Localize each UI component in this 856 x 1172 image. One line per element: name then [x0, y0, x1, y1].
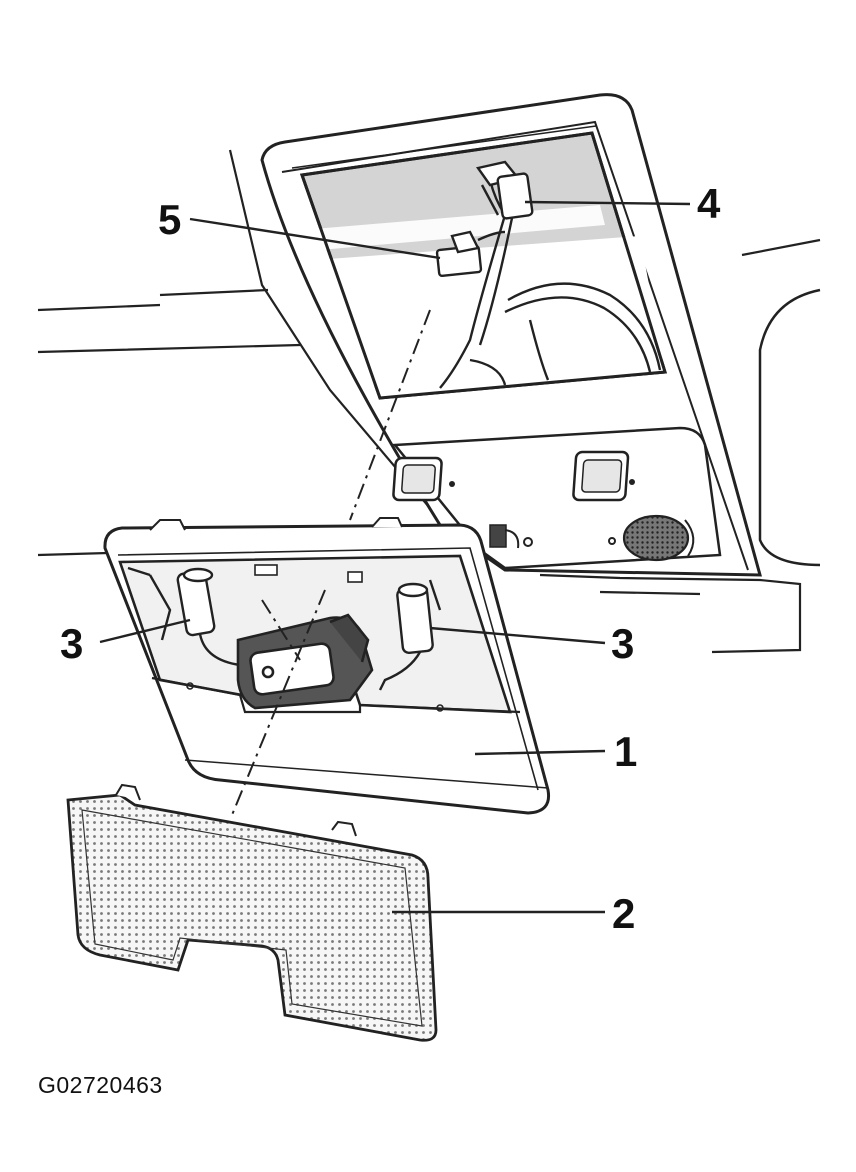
left-roof-switch	[392, 456, 455, 502]
assembly-axis-lines	[231, 309, 431, 816]
console-lens	[66, 783, 438, 1042]
leader-line-5	[189, 217, 441, 260]
wiring-harness	[439, 179, 662, 389]
speaker-grille	[622, 514, 690, 562]
leader-line-1	[474, 749, 606, 756]
lamp-holder-left	[127, 566, 241, 667]
right-roof-switch	[572, 450, 635, 502]
leader-line-3-right	[429, 626, 606, 645]
connector-5	[435, 230, 506, 278]
leader-line-4	[524, 200, 691, 206]
callout-2: 2	[612, 890, 635, 937]
callout-1: 1	[614, 728, 637, 775]
dome-light-housing	[758, 288, 821, 567]
map-lamp-module	[236, 613, 374, 710]
callout-5: 5	[158, 196, 181, 243]
leader-lines	[99, 200, 691, 914]
leader-line-3-left	[99, 618, 191, 644]
callout-3-right: 3	[611, 620, 634, 667]
callout-3-left: 3	[60, 620, 83, 667]
lamp-holder-right	[378, 579, 442, 691]
callout-4: 4	[697, 180, 721, 227]
figure-code: G02720463	[38, 1072, 163, 1098]
headliner-outline	[37, 149, 821, 654]
connector-4	[475, 160, 534, 220]
